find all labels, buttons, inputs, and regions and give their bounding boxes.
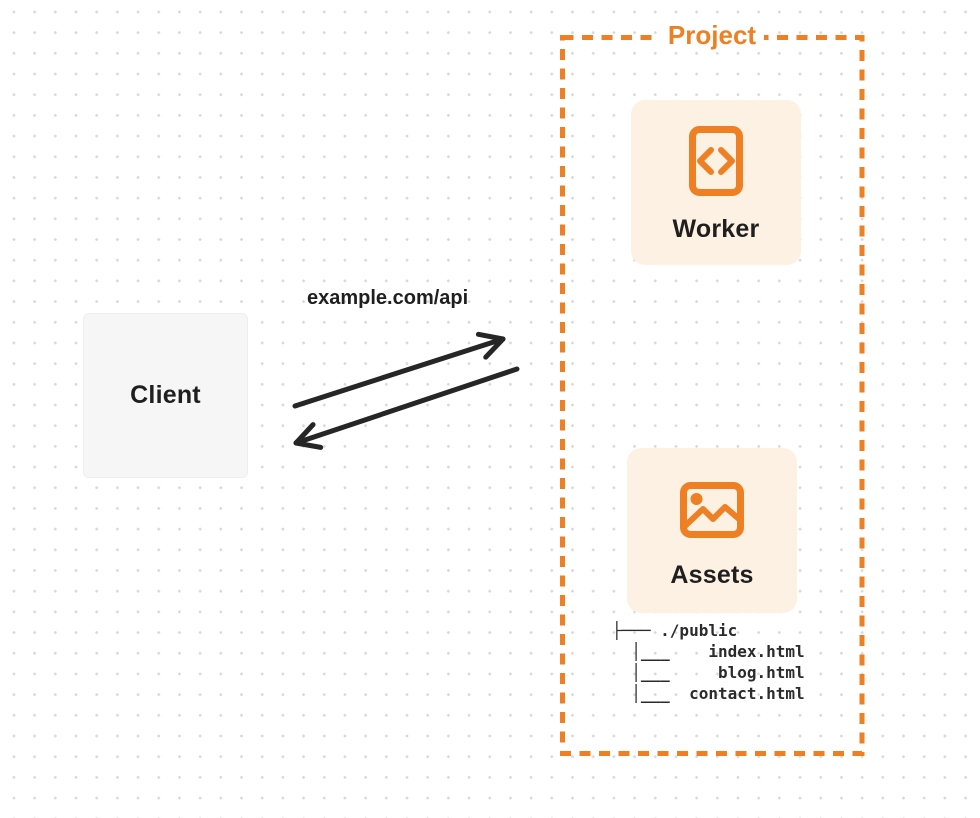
file-tree-root: ├─── ./public (612, 621, 738, 640)
code-file-icon (689, 126, 743, 196)
client-node: Client (83, 313, 248, 478)
request-arrow (292, 331, 506, 409)
file-tree-item: │___ index.html (612, 642, 805, 661)
assets-label: Assets (670, 561, 754, 589)
response-arrow (293, 366, 520, 450)
image-icon (680, 482, 744, 538)
worker-label: Worker (672, 215, 760, 243)
request-url-label: example.com/api (307, 287, 469, 309)
assets-node: Assets (627, 448, 797, 613)
file-tree-item: │___ blog.html (612, 663, 805, 682)
worker-node: Worker (631, 100, 801, 265)
client-label: Client (130, 381, 201, 409)
file-tree-item: │___ contact.html (612, 684, 805, 703)
project-title: Project (659, 20, 765, 50)
file-tree: ├─── ./public │___ index.html │___ blog.… (612, 620, 805, 704)
